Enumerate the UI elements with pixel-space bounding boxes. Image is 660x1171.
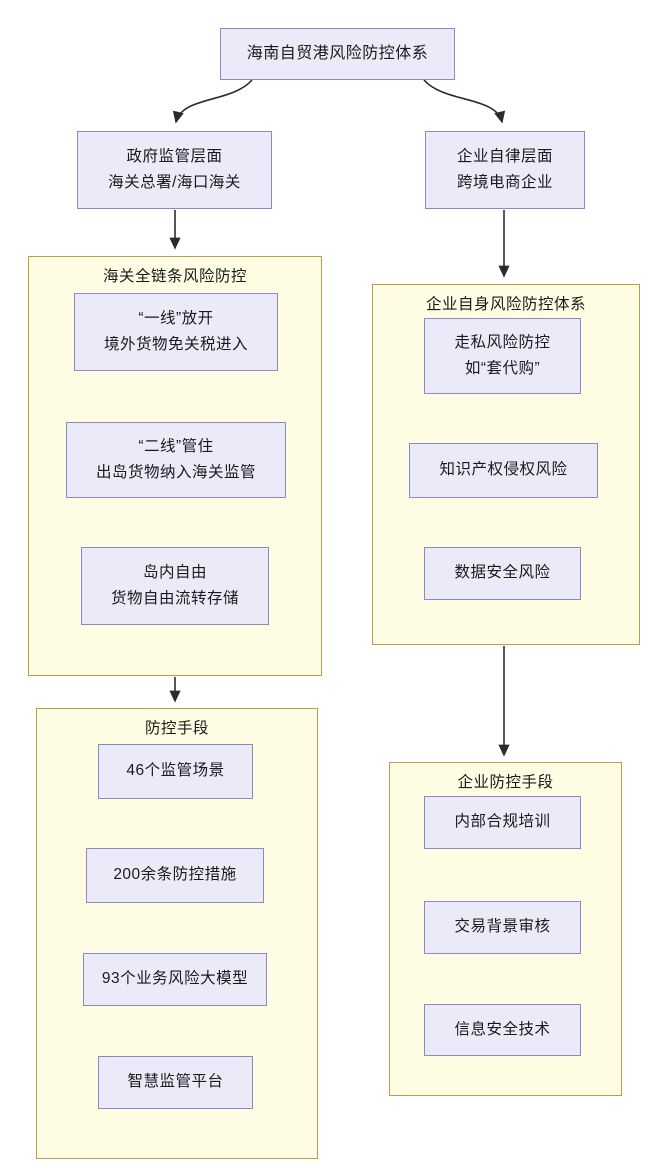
node-data-security-risk-label: 数据安全风险 <box>454 564 551 582</box>
node-smuggling-risk: 走私风险防控 如“套代购” <box>424 318 581 394</box>
node-first-line-open-line-1: “一线”放开 <box>138 309 214 327</box>
node-supervision-scenarios: 46个监管场景 <box>98 744 253 799</box>
node-control-rules: 200余条防控措施 <box>86 848 264 903</box>
node-island-freedom-line-1: 岛内自由 <box>142 563 207 581</box>
node-smuggling-risk-line-1: 走私风险防控 <box>454 333 551 351</box>
node-info-security-tech-label: 信息安全技术 <box>454 1020 551 1038</box>
group-customs-chain: 海关全链条风险防控 “一线”放开 境外货物免关税进入 “二线”管住 出岛货物纳入… <box>28 256 322 676</box>
node-ip-infringement-risk-label: 知识产权侵权风险 <box>439 461 568 479</box>
group-enterprise-measures-title: 企业防控手段 <box>457 774 554 791</box>
node-compliance-training-label: 内部合规培训 <box>454 813 551 831</box>
node-risk-models: 93个业务风险大模型 <box>83 953 267 1006</box>
node-smart-supervision-platform: 智慧监管平台 <box>98 1056 253 1109</box>
node-risk-models-label: 93个业务风险大模型 <box>101 970 249 988</box>
group-enterprise-system-title: 企业自身风险防控体系 <box>425 296 586 313</box>
node-enterprise-branch: 企业自律层面 跨境电商企业 <box>425 131 585 209</box>
node-info-security-tech: 信息安全技术 <box>424 1004 581 1056</box>
group-control-measures: 防控手段 46个监管场景 200余条防控措施 93个业务风险大模型 智慧监管平台 <box>36 708 318 1159</box>
arrow-root-to-enterprise <box>423 79 506 124</box>
node-first-line-open: “一线”放开 境外货物免关税进入 <box>74 293 278 371</box>
node-ip-infringement-risk: 知识产权侵权风险 <box>409 443 598 498</box>
node-compliance-training: 内部合规培训 <box>424 796 581 849</box>
node-government-branch: 政府监管层面 海关总署/海口海关 <box>77 131 272 209</box>
node-data-security-risk: 数据安全风险 <box>424 547 581 600</box>
node-transaction-review-label: 交易背景审核 <box>454 918 551 936</box>
group-enterprise-system: 企业自身风险防控体系 走私风险防控 如“套代购” 知识产权侵权风险 数据安全风险 <box>372 284 640 645</box>
node-island-freedom-line-2: 货物自由流转存储 <box>110 590 239 607</box>
node-second-line-control-line-2: 出岛货物纳入海关监管 <box>95 464 256 481</box>
node-government-line-2: 海关总署/海口海关 <box>108 174 241 191</box>
arrow-root-to-government <box>172 79 253 124</box>
node-enterprise-line-2: 跨境电商企业 <box>456 174 553 191</box>
node-island-freedom: 岛内自由 货物自由流转存储 <box>81 547 269 625</box>
node-smart-supervision-platform-label: 智慧监管平台 <box>127 1073 224 1091</box>
node-root-label: 海南自贸港风险防控体系 <box>246 44 429 62</box>
node-enterprise-line-1: 企业自律层面 <box>456 147 553 165</box>
node-root: 海南自贸港风险防控体系 <box>220 28 455 80</box>
node-second-line-control-line-1: “二线”管住 <box>138 437 214 455</box>
node-smuggling-risk-line-2: 如“套代购” <box>464 360 541 377</box>
node-second-line-control: “二线”管住 出岛货物纳入海关监管 <box>66 422 286 498</box>
node-supervision-scenarios-label: 46个监管场景 <box>126 762 225 780</box>
node-transaction-review: 交易背景审核 <box>424 901 581 954</box>
node-control-rules-label: 200余条防控措施 <box>113 866 237 884</box>
node-first-line-open-line-2: 境外货物免关税进入 <box>103 336 248 353</box>
group-customs-chain-title: 海关全链条风险防控 <box>102 268 247 285</box>
node-government-line-1: 政府监管层面 <box>126 147 223 165</box>
group-control-measures-title: 防控手段 <box>144 720 209 737</box>
group-enterprise-measures: 企业防控手段 内部合规培训 交易背景审核 信息安全技术 <box>389 762 622 1096</box>
